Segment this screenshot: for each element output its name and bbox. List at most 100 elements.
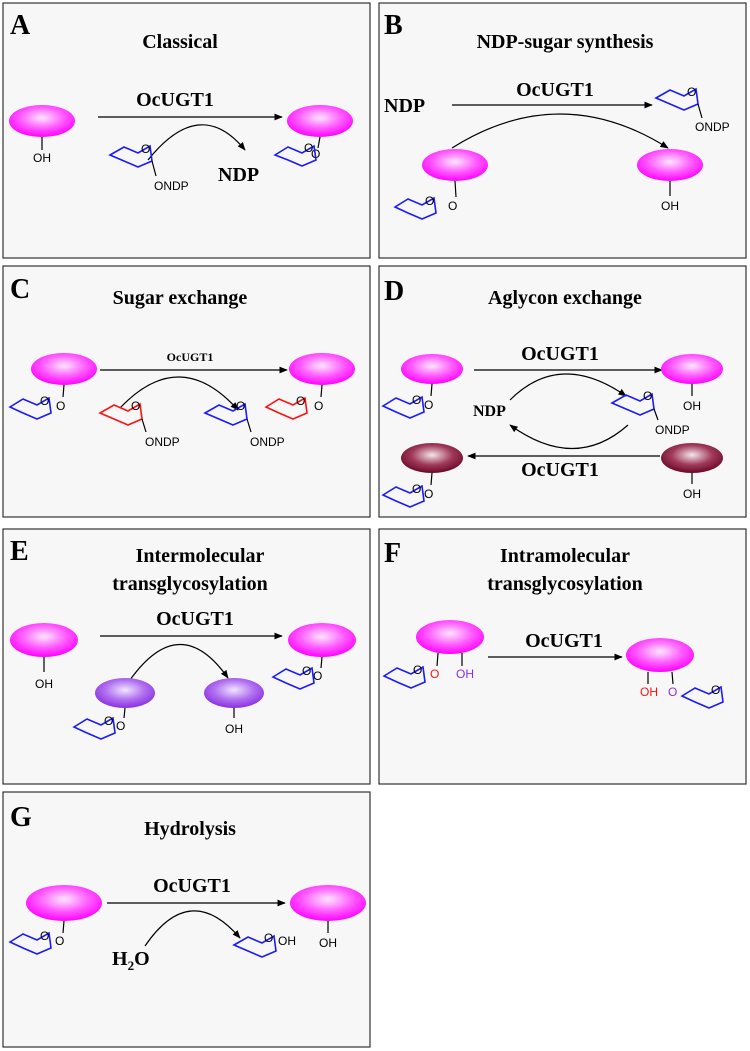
- panel-b-letter: B: [384, 10, 403, 41]
- aglycone-product: [637, 149, 703, 181]
- enzyme-label-bottom: OcUGT1: [521, 459, 599, 481]
- ndp-substrate-label: NDP: [384, 95, 425, 117]
- svg-text:O: O: [687, 85, 696, 99]
- svg-text:O: O: [55, 934, 64, 948]
- glycoside-substrate: [26, 885, 102, 921]
- aglycone-product: [661, 354, 723, 384]
- ndp-sugar-product: O ONDP: [654, 85, 730, 134]
- enzyme-label: OcUGT1: [153, 875, 231, 897]
- red-ndp-sugar-donor: O ONDP: [98, 399, 180, 449]
- panel-c: C Sugar exchange O O OcUGT1 O ONDP O OND…: [2, 265, 371, 518]
- panel-g-letter: G: [10, 802, 32, 833]
- ondp-label: ONDP: [154, 179, 189, 193]
- hydroxyl-label: OH: [683, 399, 701, 413]
- enzyme-label-top: OcUGT1: [521, 343, 599, 365]
- panel-e-letter: E: [10, 536, 29, 567]
- glycoside-product: [287, 105, 353, 137]
- panel-b: B NDP-sugar synthesis NDP OcUGT1 O ONDP …: [378, 2, 747, 259]
- aglycone-product: [290, 885, 366, 921]
- enzyme-label: OcUGT1: [516, 79, 594, 101]
- svg-text:O: O: [448, 199, 457, 213]
- hydroxyl-label: OH: [319, 936, 337, 950]
- glycoside-product: [288, 623, 356, 657]
- svg-text:O: O: [131, 399, 140, 413]
- blue-ndp-sugar-product: O ONDP: [203, 399, 285, 449]
- ndp-product-label: NDP: [218, 164, 259, 186]
- svg-text:O: O: [304, 141, 313, 155]
- ondp-label: ONDP: [250, 435, 285, 449]
- panel-c-frame: [2, 265, 371, 518]
- water-label: H2O: [112, 948, 150, 973]
- panel-a-letter: A: [10, 10, 31, 41]
- panel-d: D Aglycon exchange O O OcUGT1 OH NDP O O…: [378, 265, 747, 518]
- panel-b-frame: [378, 2, 747, 259]
- aglycone-substrate: [10, 623, 78, 657]
- panel-c-letter: C: [10, 274, 30, 305]
- svg-text:O: O: [412, 393, 421, 407]
- panel-e-title-line1: Intermolecular: [136, 545, 265, 567]
- svg-text:O: O: [264, 931, 273, 945]
- glycosidic-oxygen: O: [430, 667, 439, 681]
- svg-text:O: O: [425, 194, 434, 208]
- hydrolysis-arrow: [144, 910, 241, 947]
- hydroxyl-label: OH: [225, 722, 243, 736]
- panel-g-title: Hydrolysis: [144, 818, 236, 840]
- sugar-exchange-arrow: [119, 376, 239, 411]
- svg-text:O: O: [236, 399, 245, 413]
- violet-aglycone-product: [204, 678, 264, 708]
- enzyme-label: OcUGT1: [156, 608, 234, 630]
- cycle-arrow-top: [509, 373, 627, 401]
- maroon-glycoside-product: [401, 443, 463, 473]
- hydroxyl-label: OH: [661, 199, 679, 213]
- maroon-aglycone-substrate: [661, 443, 723, 473]
- panel-e-title-line2: transglycosylation: [112, 573, 268, 595]
- glycosyl-transfer-arrow: [129, 644, 229, 681]
- svg-text:O: O: [104, 714, 113, 728]
- svg-text:O: O: [424, 487, 433, 501]
- glycoside-substrate: [416, 620, 484, 654]
- svg-text:O: O: [40, 394, 49, 408]
- anomeric-hydroxyl: OH: [278, 934, 296, 948]
- glycosidic-oxygen: O: [668, 685, 677, 699]
- ndp-sugar-donor: O ONDP: [108, 142, 189, 193]
- glycoside-substrate: [422, 149, 488, 181]
- panel-d-frame: [378, 265, 747, 518]
- glycoside-substrate: [401, 354, 463, 384]
- svg-text:O: O: [314, 399, 323, 413]
- panel-b-title: NDP-sugar synthesis: [477, 31, 654, 53]
- panel-e: E Intermolecular transglycosylation OH O…: [2, 528, 371, 785]
- panel-g: G Hydrolysis O O OcUGT1 H2O O OH OH: [2, 791, 371, 1048]
- panel-d-letter: D: [384, 276, 404, 307]
- ondp-label: ONDP: [655, 423, 690, 437]
- panel-f-title-line2: transglycosylation: [487, 573, 643, 595]
- ondp-label: ONDP: [695, 120, 730, 134]
- svg-text:O: O: [296, 394, 305, 408]
- hydroxyl-label: OH: [35, 677, 53, 691]
- hydroxyl-label: OH: [683, 487, 701, 501]
- svg-text:O: O: [141, 142, 150, 156]
- panel-a: A Classical OH OcUGT1 O ONDP NDP O O: [2, 2, 371, 259]
- free-hydroxyl: OH: [640, 685, 658, 699]
- glycoside-product: [289, 353, 355, 385]
- panel-a-title: Classical: [142, 31, 218, 53]
- enzyme-label: OcUGT1: [136, 89, 214, 111]
- cycle-arrow-bottom: [509, 424, 629, 450]
- free-sugar-product: O OH: [232, 931, 296, 958]
- aglycone-substrate: [9, 105, 75, 137]
- svg-text:O: O: [302, 664, 311, 678]
- hydroxyl-label: OH: [33, 151, 51, 165]
- glycoside-product: [626, 638, 694, 672]
- panel-f: F Intramolecular transglycosylation O O …: [378, 528, 747, 785]
- ndp-sugar-intermediate: O ONDP: [610, 389, 690, 437]
- enzyme-label: OcUGT1: [167, 350, 214, 364]
- svg-text:O: O: [116, 719, 125, 733]
- violet-glycoside-donor: [95, 678, 155, 708]
- svg-text:O: O: [643, 389, 652, 403]
- svg-text:O: O: [424, 398, 433, 412]
- glycoside-substrate: [31, 353, 97, 385]
- panel-f-letter: F: [384, 538, 401, 569]
- svg-text:O: O: [413, 663, 422, 677]
- svg-text:O: O: [711, 683, 720, 697]
- glycosyl-transfer-arrow: [451, 113, 669, 149]
- cofactor-curved-arrow: [147, 124, 246, 161]
